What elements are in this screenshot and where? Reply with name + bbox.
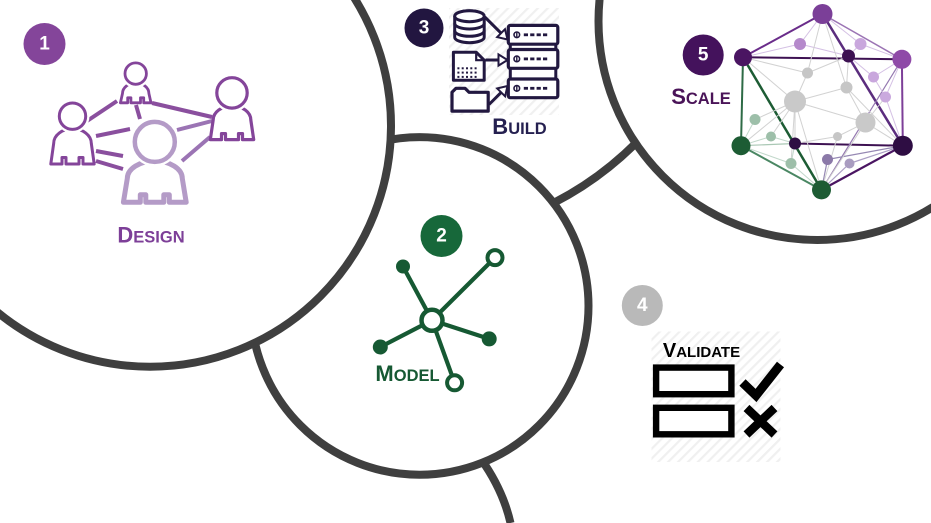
svg-text:1: 1	[39, 34, 50, 55]
svg-text:MODEL: MODEL	[375, 361, 439, 386]
svg-text:BUILD: BUILD	[492, 114, 546, 139]
svg-text:VALIDATE: VALIDATE	[663, 340, 740, 362]
svg-text:5: 5	[698, 45, 709, 66]
svg-text:2: 2	[436, 226, 447, 247]
svg-text:SCALE: SCALE	[671, 84, 731, 109]
svg-text:DESIGN: DESIGN	[117, 223, 184, 248]
svg-text:4: 4	[637, 295, 648, 316]
svg-text:3: 3	[419, 18, 430, 39]
